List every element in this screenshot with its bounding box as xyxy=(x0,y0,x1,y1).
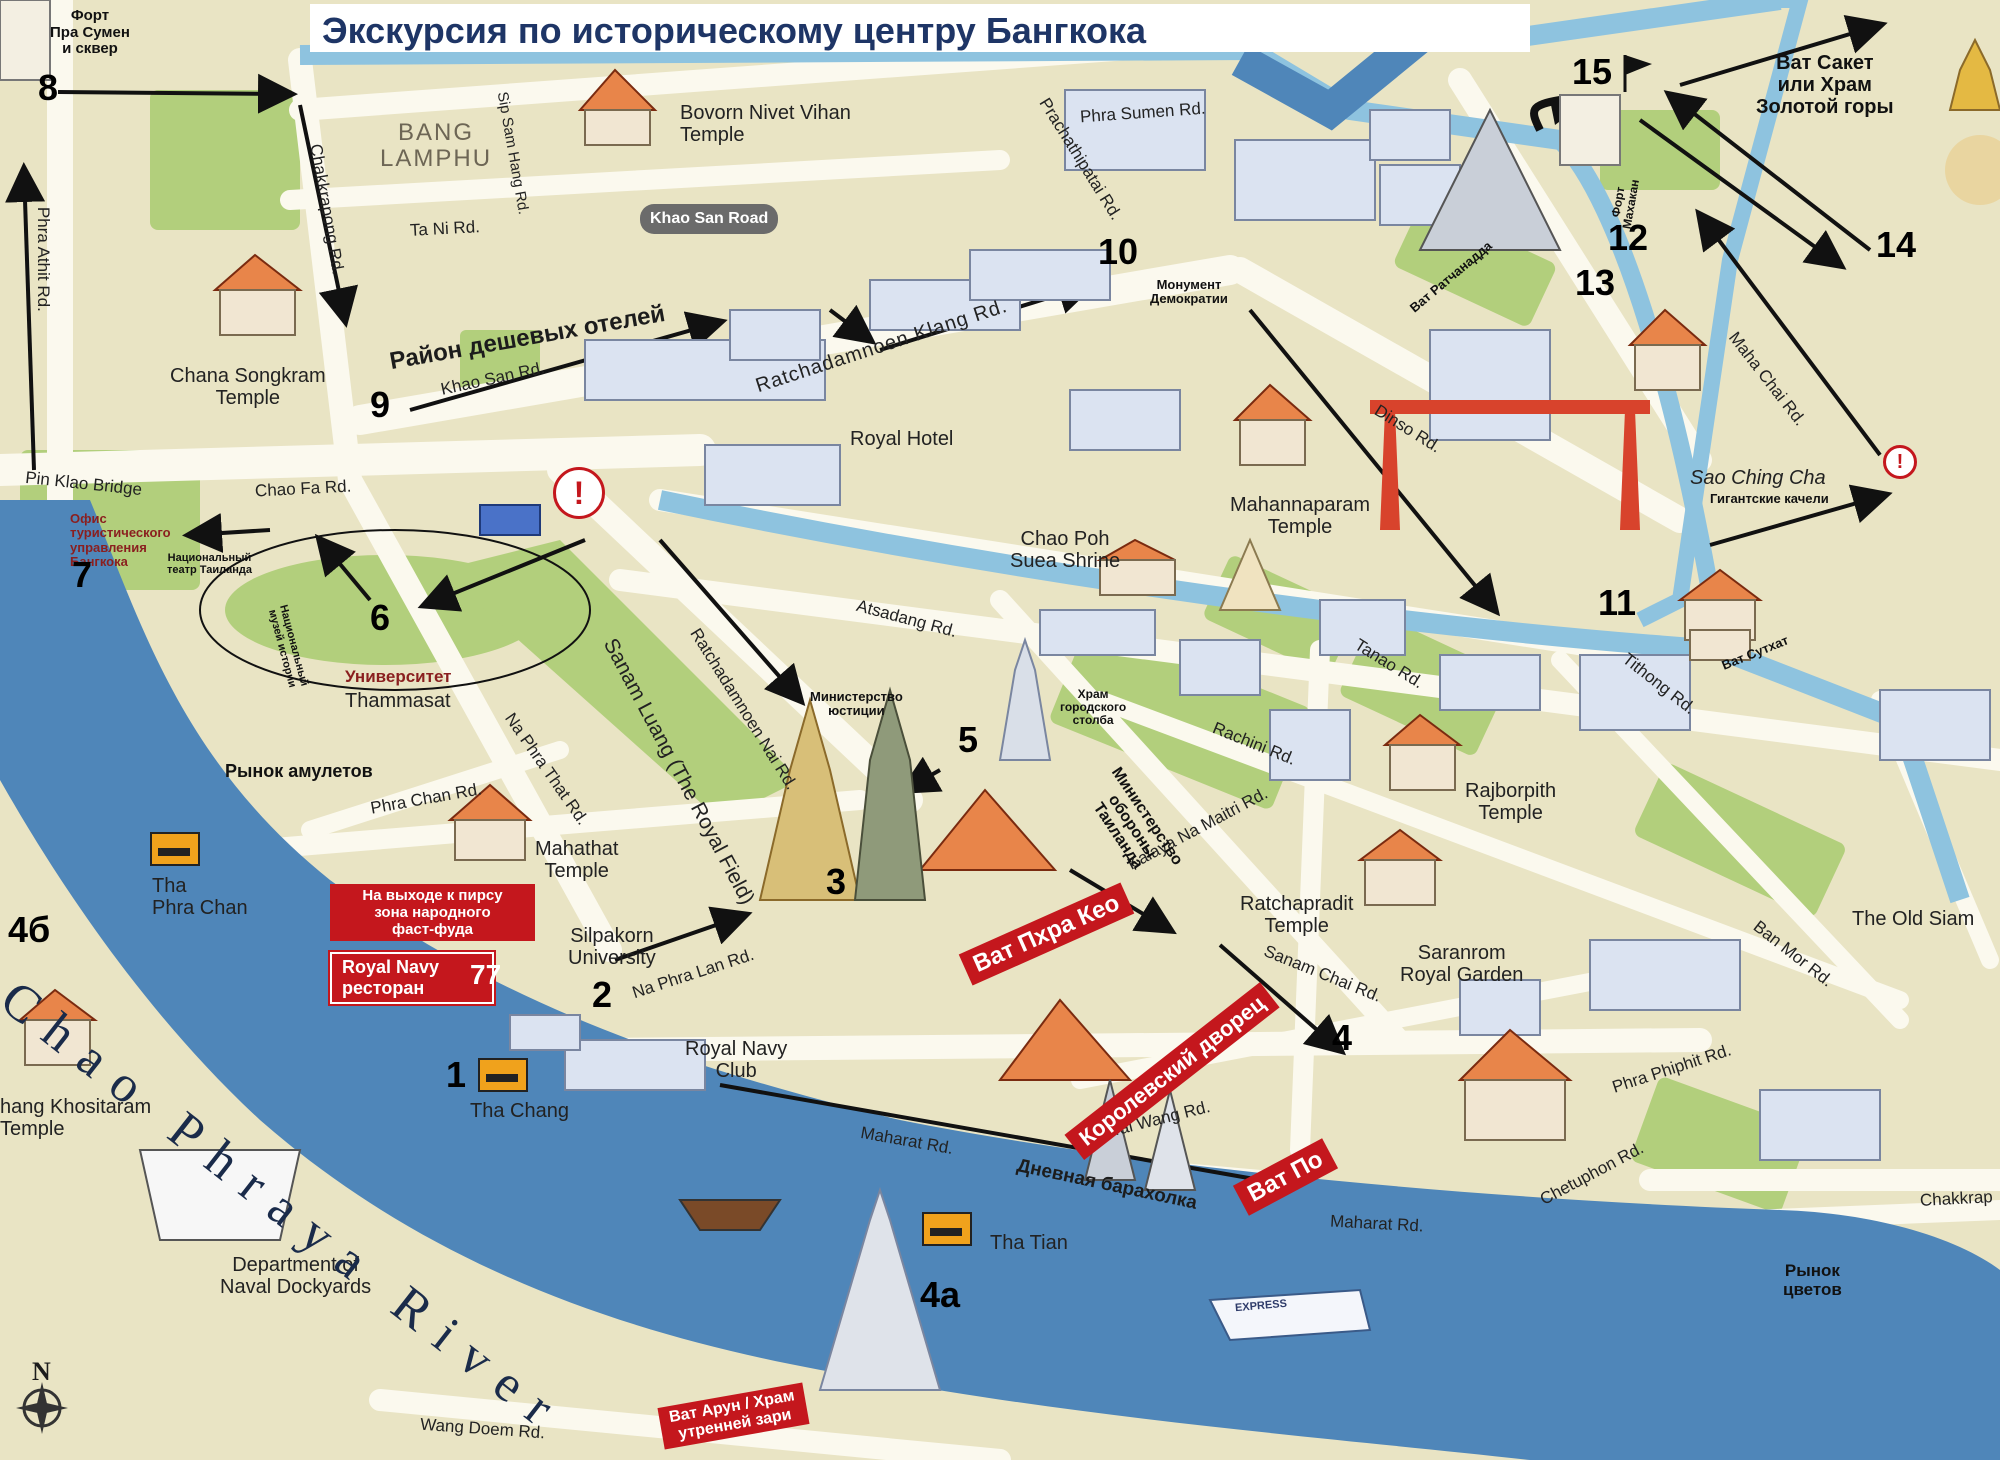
label-tha-phra-chan: Tha Phra Chan xyxy=(152,875,248,919)
label-royal-hotel: Royal Hotel xyxy=(850,428,954,450)
label-rajborpith-temple: Rajborpith Temple xyxy=(1465,780,1557,824)
label-saranrom-garden: Saranrom Royal Garden xyxy=(1400,942,1524,986)
stop-6: 6 xyxy=(370,597,391,638)
road-ta-ni: Ta Ni Rd. xyxy=(409,217,481,240)
map-title: Экскурсия по историческому центру Бангко… xyxy=(322,10,1147,51)
label-city-pillar: Храм городского столба xyxy=(1060,687,1127,728)
label-naval-dockyards: Department of Naval Dockyards xyxy=(220,1254,372,1298)
stop-4a: 4а xyxy=(920,1274,961,1315)
flag-icon xyxy=(1625,55,1652,75)
stop-5: 5 xyxy=(958,719,979,760)
label-khositaram-temple: hang Khositaram Temple xyxy=(0,1096,152,1140)
stop-1: 1 xyxy=(446,1054,467,1095)
alert-icon-maha-chai: ! xyxy=(1883,445,1917,479)
pier-icon-tha-tian xyxy=(922,1212,972,1246)
pier-icon-tha-phra-chan xyxy=(150,832,200,866)
label-restaurant-number: 77 xyxy=(470,959,502,990)
label-ministry-justice: Министерство юстиции xyxy=(810,689,903,719)
label-tha-chang: Tha Chang xyxy=(470,1100,569,1122)
label-food-note: На выходе к пирсу зона народного фаст-фу… xyxy=(330,884,535,941)
label-thammasat-ru: Университет xyxy=(345,667,452,686)
compass-icon xyxy=(16,1382,68,1434)
label-khao-san-road: Khao San Road xyxy=(640,204,779,234)
stop-7: 7 xyxy=(72,554,93,595)
label-fort-phra-sumen: Форт Пра Сумен и сквер xyxy=(50,7,130,57)
stop-10: 10 xyxy=(1098,231,1139,272)
label-amulet-market: Рынок амулетов xyxy=(225,761,373,781)
label-chao-poh-shrine: Chao Poh Suea Shrine xyxy=(1010,528,1121,572)
temples xyxy=(17,68,1763,1141)
label-silpakorn-university: Silpakorn University xyxy=(568,925,656,969)
pier-icon-tha-chang xyxy=(478,1058,528,1092)
alert-icon-sanam-luang: ! xyxy=(553,467,605,519)
buildings xyxy=(509,89,1991,1161)
map-title-bar: Экскурсия по историческому центру Бангко… xyxy=(310,4,1530,52)
label-bang-lamphu: BANG LAMPHU xyxy=(380,119,493,173)
road-chakkrap: Chakkrap xyxy=(1919,1187,1994,1210)
thammasat-ellipse xyxy=(199,529,591,691)
label-bovorn-temple: Bovorn Nivet Vihan Temple xyxy=(680,102,851,146)
stupas xyxy=(758,37,2000,1391)
chao-phraya-river xyxy=(0,500,2000,1460)
stop-4: 4 xyxy=(1332,1017,1353,1058)
label-flower-market: Рынок цветов xyxy=(1783,1261,1842,1299)
label-royal-navy-restaurant: Royal Navy ресторан xyxy=(328,950,496,1006)
label-tha-tian: Tha Tian xyxy=(990,1232,1068,1254)
label-tourist-office: Офис туристического управления Бангкока xyxy=(70,511,171,569)
label-thammasat: Thammasat xyxy=(345,690,451,712)
label-chana-songkram: Chana Songkram Temple xyxy=(170,365,326,409)
label-compass-north: N xyxy=(32,1357,51,1386)
stop-2: 2 xyxy=(592,974,613,1015)
misc-landmarks xyxy=(0,0,2000,1342)
stop-13: 13 xyxy=(1575,262,1616,303)
stop-9: 9 xyxy=(370,384,391,425)
label-sao-ching-cha: Sao Ching Cha xyxy=(1690,467,1826,489)
label-mahannaparam-temple: Mahannaparam Temple xyxy=(1230,494,1371,538)
label-golden-mount: Ват Сакет или Храм Золотой горы xyxy=(1756,52,1894,118)
stop-3: 3 xyxy=(826,861,847,902)
label-royal-navy-club: Royal Navy Club xyxy=(685,1038,788,1082)
label-ratchapradit-temple: Ratchapradit Temple xyxy=(1240,893,1354,937)
stop-15: 15 xyxy=(1572,51,1613,92)
label-mahathat-temple: Mahathat Temple xyxy=(535,838,619,882)
stop-8: 8 xyxy=(38,67,59,108)
stop-11: 11 xyxy=(1598,582,1637,623)
road-phra-athit: Phra Athit Rd. xyxy=(33,206,53,312)
label-national-theatre: Национальный театр Таиланда xyxy=(167,552,252,577)
stop-14: 14 xyxy=(1876,224,1917,265)
stop-4b: 4б xyxy=(8,909,51,950)
label-giant-swing: Гигантские качели xyxy=(1710,491,1829,506)
stop-12: 12 xyxy=(1608,217,1649,258)
label-old-siam: The Old Siam xyxy=(1852,908,1975,930)
label-democracy-monument: Монумент Демократии xyxy=(1150,277,1228,307)
